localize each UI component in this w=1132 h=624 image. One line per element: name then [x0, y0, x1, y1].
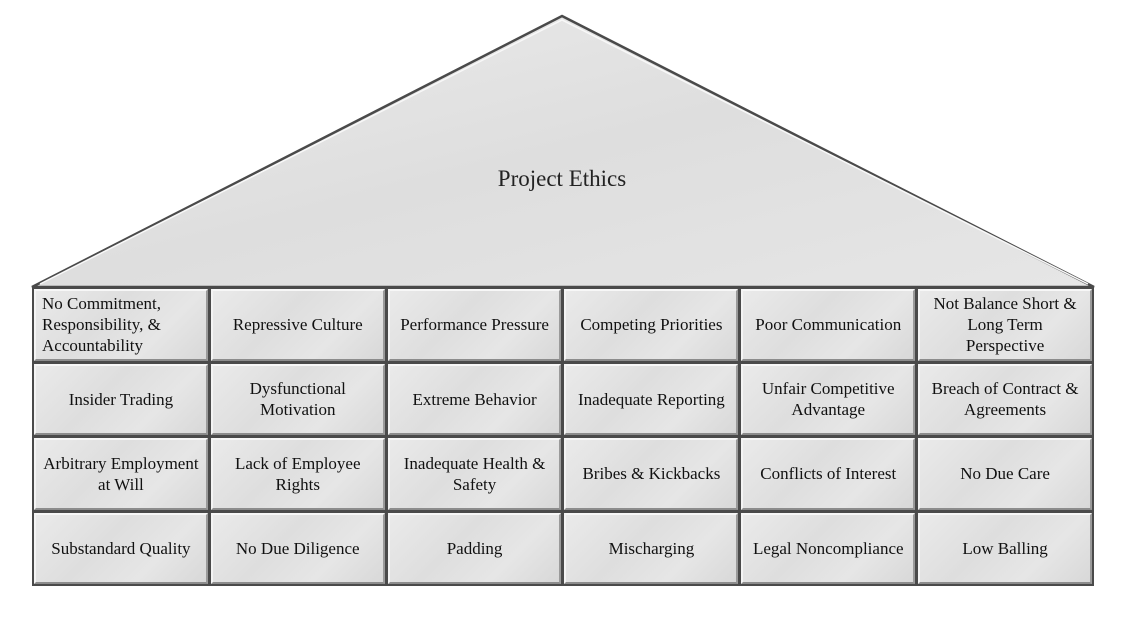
ethics-issue-cell: Competing Priorities: [564, 289, 739, 361]
ethics-issue-cell: Low Balling: [918, 512, 1092, 584]
ethics-issue-cell: Substandard Quality: [34, 512, 208, 584]
roof: [31, 14, 1095, 289]
ethics-issue-cell: Not Balance Short & Long Term Perspectiv…: [918, 289, 1092, 361]
ethics-issue-cell: Arbitrary Employment at Will: [34, 438, 208, 510]
ethics-issue-cell: Inadequate Health & Safety: [387, 438, 562, 510]
ethics-issue-cell: Mischarging: [564, 512, 739, 584]
ethics-issue-cell: No Due Care: [918, 438, 1092, 510]
ethics-issue-cell: No Commitment, Responsibility, & Account…: [34, 289, 208, 361]
ethics-issue-cell: No Due Diligence: [210, 512, 385, 584]
ethics-issue-cell: Poor Communication: [741, 289, 916, 361]
ethics-issue-cell: Unfair Competitive Advantage: [741, 363, 916, 435]
roof-triangle: [31, 14, 1095, 289]
ethics-issue-cell: Insider Trading: [34, 363, 208, 435]
roof-highlight: [39, 19, 1089, 285]
ethics-issue-cell: Extreme Behavior: [387, 363, 562, 435]
ethics-issue-cell: Lack of Employee Rights: [210, 438, 385, 510]
ethics-issue-cell: Conflicts of Interest: [741, 438, 916, 510]
ethics-issue-cell: Legal Noncompliance: [741, 512, 916, 584]
ethics-issue-cell: Breach of Contract & Agreements: [918, 363, 1092, 435]
ethics-issue-cell: Padding: [387, 512, 562, 584]
ethics-grid: No Commitment, Responsibility, & Account…: [32, 287, 1094, 586]
diagram-title: Project Ethics: [497, 166, 627, 191]
ethics-issue-cell: Inadequate Reporting: [564, 363, 739, 435]
ethics-issue-cell: Repressive Culture: [210, 289, 385, 361]
ethics-issue-cell: Performance Pressure: [387, 289, 562, 361]
ethics-issue-cell: Bribes & Kickbacks: [564, 438, 739, 510]
ethics-issue-cell: Dysfunctional Motivation: [210, 363, 385, 435]
